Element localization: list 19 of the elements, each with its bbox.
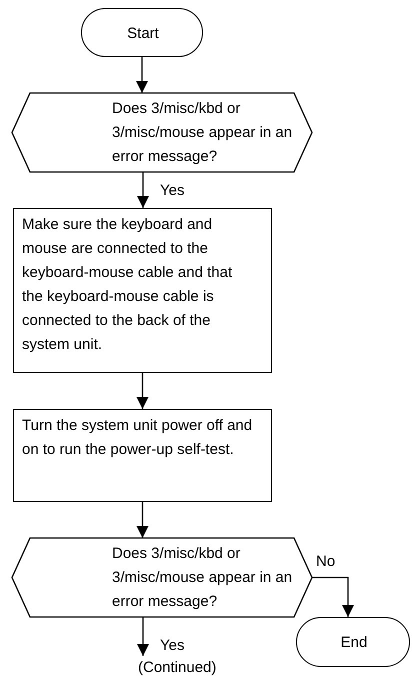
process-box bbox=[13, 409, 272, 502]
arrow bbox=[137, 617, 149, 656]
decision-hexagon bbox=[12, 538, 312, 617]
step-text: Turn the system unit power off and on to run the power-up self-test. bbox=[22, 416, 254, 460]
question-text: Does 3/misc/kbd or 3/misc/mouse appear in an error message? bbox=[112, 98, 294, 166]
arrow bbox=[136, 502, 148, 538]
process-box bbox=[13, 208, 272, 373]
decision-hexagon bbox=[12, 93, 312, 172]
continuation-text: (Continued) bbox=[138, 658, 218, 678]
terminal-shape bbox=[296, 617, 410, 667]
arrow bbox=[137, 172, 149, 208]
arrow bbox=[136, 57, 148, 93]
terminal-text: End bbox=[340, 633, 368, 653]
terminal-text: Start bbox=[126, 24, 160, 44]
terminal-shape bbox=[81, 8, 203, 57]
question-text: Does 3/misc/kbd or 3/misc/mouse appear in an error message? bbox=[112, 544, 294, 612]
step-text: Make sure the keyboard and mouse are connected to the keyboard-mouse cable and that the keyboard-mouse cable is connected to the back of the system unit. bbox=[22, 215, 234, 355]
arrow bbox=[312, 576, 354, 617]
arrow bbox=[136, 373, 148, 409]
